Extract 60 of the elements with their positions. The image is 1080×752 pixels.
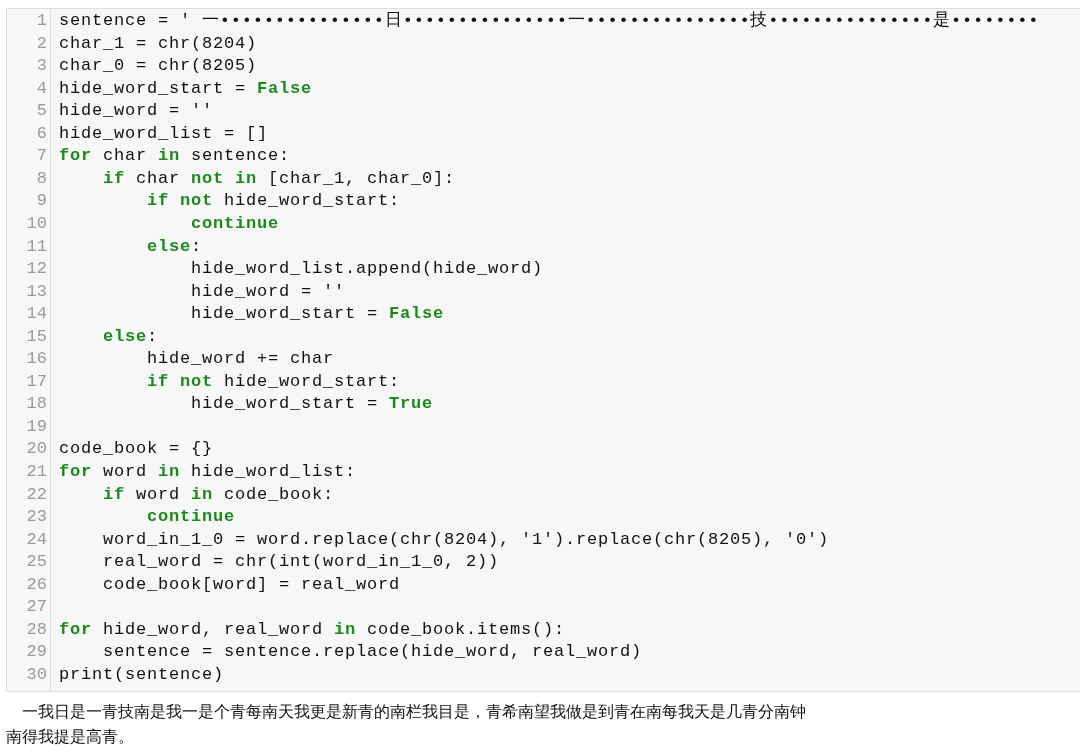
line-number: 24 xyxy=(25,528,47,551)
line-number: 17 xyxy=(25,370,47,393)
code-line: if word in code_book: xyxy=(102,483,335,506)
line-number: 3 xyxy=(35,55,47,78)
code-line: hide_word = '' xyxy=(59,100,214,123)
line-number: 5 xyxy=(35,100,47,123)
line-number: 18 xyxy=(25,393,47,416)
output-text: 一我日是一青技南是我一是个青每南天我更是新青的南栏我目是，青希南望我做是到青在南每我天是几青分南钟 xyxy=(22,701,806,723)
line-number: 4 xyxy=(35,77,47,100)
line-number: 16 xyxy=(25,348,47,371)
code-line: else: xyxy=(146,235,203,258)
code-line: if not hide_word_start: xyxy=(146,190,401,213)
line-number: 19 xyxy=(25,415,47,438)
line-number: 21 xyxy=(25,461,47,483)
code-line: hide_word_start = True xyxy=(190,393,434,416)
code-line: continue xyxy=(190,212,280,235)
line-number: 27 xyxy=(25,596,47,619)
line-number: 8 xyxy=(35,167,47,190)
line-number: 7 xyxy=(35,145,47,168)
code-line: hide_word_start = False xyxy=(190,303,445,326)
line-number: 25 xyxy=(25,551,47,574)
line-number: 30 xyxy=(25,663,47,686)
code-line: hide_word_list.append(hide_word) xyxy=(190,258,544,281)
code-line: code_book = {} xyxy=(59,438,214,461)
line-number: 23 xyxy=(25,506,47,529)
code-line: hide_word_start = False xyxy=(59,77,313,100)
line-number: 26 xyxy=(25,573,47,596)
line-number: 22 xyxy=(25,483,47,506)
line-number: 10 xyxy=(25,212,47,235)
code-line: hide_word = '' xyxy=(190,280,346,303)
code-line: if not hide_word_start: xyxy=(146,370,401,393)
code-line: word_in_1_0 = word.replace(chr(8204), '1').replace(chr(8205), '0') xyxy=(102,528,830,551)
line-number: 2 xyxy=(35,32,47,55)
output-text: 南得我提是高青。 xyxy=(6,726,134,748)
line-number: 6 xyxy=(35,122,47,145)
code-line: char_0 = chr(8205) xyxy=(59,55,258,78)
code-line: real_word = chr(int(word_in_1_0, 2)) xyxy=(102,551,500,574)
code-line: char_1 = chr(8204) xyxy=(59,32,258,55)
line-number: 14 xyxy=(25,303,47,326)
code-line: print(sentence) xyxy=(59,663,225,686)
line-number: 1 xyxy=(35,10,47,32)
code-line: for word in hide_word_list: xyxy=(59,461,357,483)
code-line: hide_word += char xyxy=(146,348,335,371)
line-number: 13 xyxy=(25,280,47,303)
line-number: 15 xyxy=(25,325,47,348)
line-number: 11 xyxy=(25,235,47,258)
code-line: code_book[word] = real_word xyxy=(102,573,401,596)
code-line: hide_word_list = [] xyxy=(59,122,269,145)
code-line: for char in sentence: xyxy=(59,145,291,168)
line-number: 9 xyxy=(35,190,47,213)
line-number: 12 xyxy=(25,258,47,281)
line-number: 28 xyxy=(25,618,47,641)
code-line: if char not in [char_1, char_0]: xyxy=(102,167,456,190)
code-line: sentence = ' 一•••••••••••••••日•••••••••••••••一•••••••••••••••技•••••••••••••••是•••••••• xyxy=(59,10,1040,32)
code-line: else: xyxy=(102,325,159,348)
line-number: 29 xyxy=(25,641,47,664)
code-line: continue xyxy=(146,506,236,529)
code-line: for hide_word, real_word in code_book.items(): xyxy=(59,618,566,641)
line-number: 20 xyxy=(25,438,47,461)
code-line: sentence = sentence.replace(hide_word, real_word) xyxy=(102,641,643,664)
